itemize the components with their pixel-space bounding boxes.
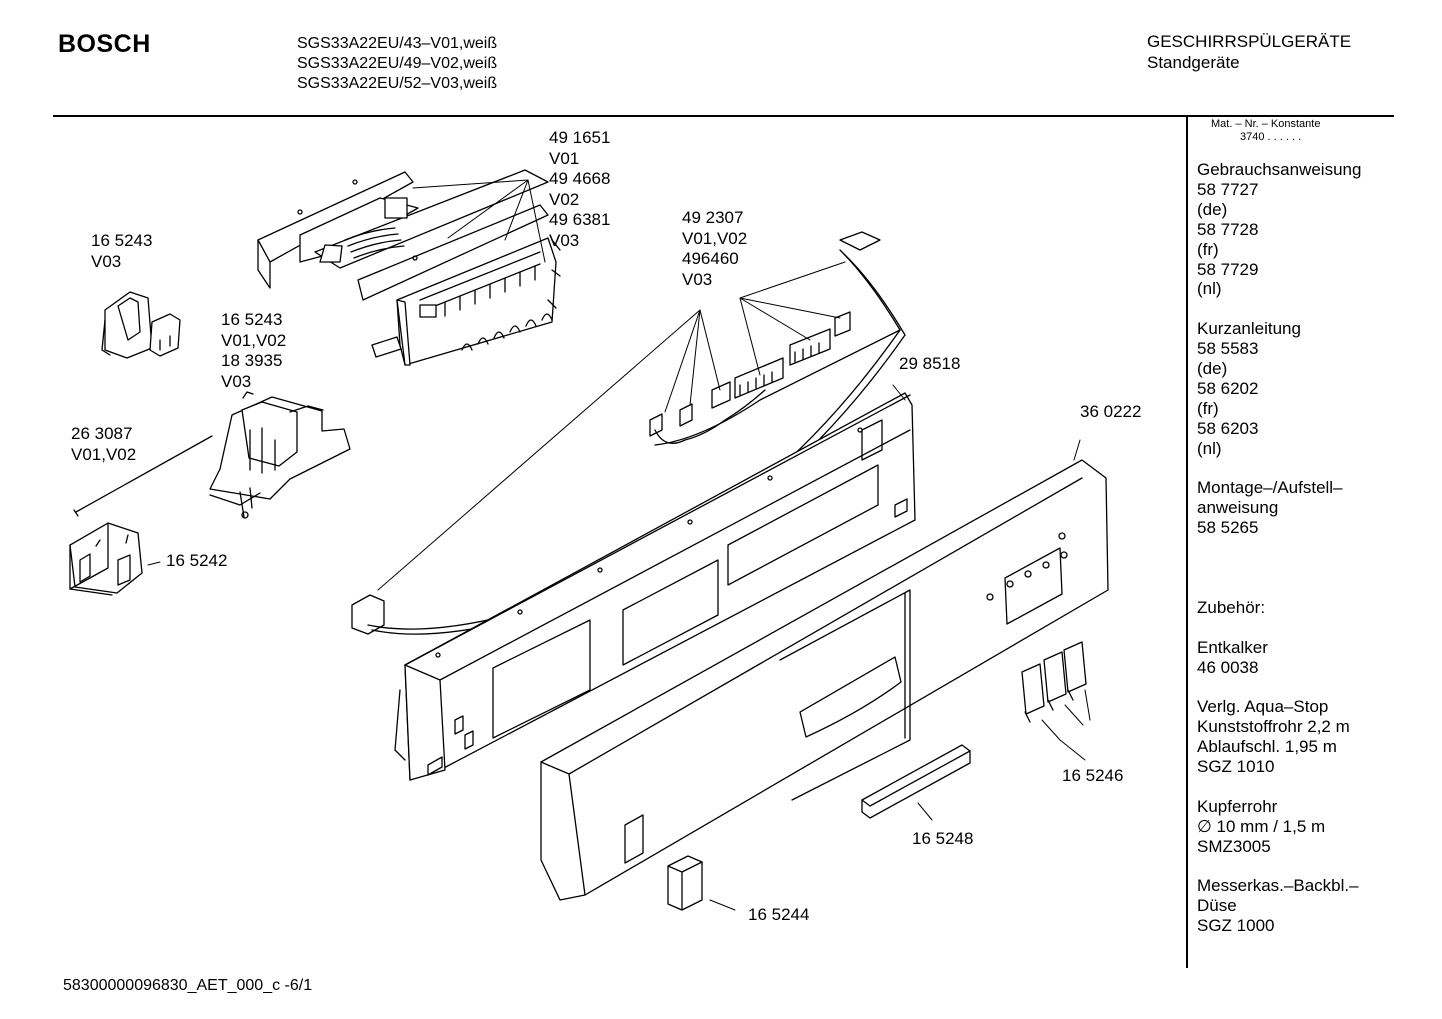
sidebar-divider (1186, 117, 1188, 968)
sidebar-line: SGZ 1010 (1197, 757, 1275, 777)
cable-harness-drawing (352, 232, 905, 634)
model-line: SGS33A22EU/43–V01,weiß (297, 35, 498, 52)
rod-drawing (74, 436, 212, 516)
sidebar-line: Montage–/Aufstell– (1197, 478, 1343, 498)
sidebar-line: (nl) (1197, 438, 1222, 458)
key-buttons-drawing (1022, 642, 1086, 722)
sidebar-line: 58 7727 (1197, 179, 1259, 199)
sidebar-line: Kunststoffrohr 2,2 m (1197, 717, 1350, 737)
sidebar-group: Zubehör: (1197, 598, 1361, 638)
mat-constant: 3740 . . . . . . (1240, 131, 1302, 143)
sidebar-line: 58 7728 (1197, 219, 1259, 239)
switch-block-drawing (70, 523, 142, 595)
sidebar-line: (fr) (1197, 239, 1219, 259)
part-label-165244: 16 5244 (748, 905, 810, 924)
category-title: GESCHIRRSPÜLGERÄTE (1147, 32, 1352, 51)
model-line: SGS33A22EU/49–V02,weiß (297, 55, 498, 72)
document-id: 58300000096830_AET_000_c -6/1 (63, 977, 313, 994)
sidebar-line: Düse (1197, 896, 1237, 916)
leader-lines (148, 180, 1090, 910)
mat-number-header: Mat. – Nr. – Konstante (1211, 118, 1321, 130)
category-subtitle: Standgeräte (1147, 53, 1240, 72)
sidebar-line: Kupferrohr (1197, 796, 1278, 816)
category-block: GESCHIRRSPÜLGERÄTE Standgeräte (1147, 31, 1351, 73)
inner-panel-drawing (395, 393, 915, 780)
sidebar-line: Verlg. Aqua–Stop (1197, 697, 1329, 717)
sidebar-line: ∅ 10 mm / 1,5 m (1197, 816, 1326, 836)
sidebar-line: Messerkas.–Backbl.– (1197, 876, 1359, 896)
sidebar-line: SMZ3005 (1197, 836, 1271, 856)
sidebar-line: Ablaufschl. 1,95 m (1197, 737, 1337, 757)
part-label-165248: 16 5248 (912, 829, 974, 848)
sidebar-line: 58 5265 (1197, 518, 1259, 538)
accessory-sidebar: Mat. – Nr. – Konstante 3740 . . . . . . … (1197, 118, 1361, 936)
sidebar-line: (fr) (1197, 398, 1219, 418)
part-label-298518: 29 8518 (899, 354, 961, 373)
knob-drawing (668, 856, 702, 910)
sidebar-line: (de) (1197, 199, 1228, 219)
sidebar-line: (nl) (1197, 279, 1222, 299)
sidebar-line: 58 5583 (1197, 339, 1259, 359)
part-label-165242: 16 5242 (166, 551, 228, 570)
sidebar-line: Entkalker (1197, 637, 1268, 657)
sidebar-line: 58 6203 (1197, 418, 1259, 438)
sidebar-line: Zubehör: (1197, 597, 1266, 617)
sidebar-line: Gebrauchsanweisung (1197, 160, 1362, 179)
bracket-drawing (102, 292, 180, 358)
model-list: SGS33A22EU/43–V01,weiß SGS33A22EU/49–V02… (297, 34, 497, 94)
model-line: SGS33A22EU/52–V03,weiß (297, 75, 498, 92)
sidebar-line: 58 6202 (1197, 378, 1259, 398)
header-divider (53, 115, 1394, 117)
sidebar-line: SGZ 1000 (1197, 916, 1275, 936)
strip-drawing (862, 745, 970, 818)
sidebar-line: Kurzanleitung (1197, 319, 1301, 339)
brand-logo: BOSCH (58, 30, 151, 58)
sidebar-line: anweisung (1197, 498, 1279, 518)
sidebar-line: 58 7729 (1197, 259, 1259, 279)
sidebar-line: (de) (1197, 359, 1228, 379)
sidebar-line: 46 0038 (1197, 657, 1259, 677)
electronics-module-drawing (258, 170, 560, 365)
part-label-165246: 16 5246 (1062, 766, 1124, 785)
front-panel-drawing (541, 460, 1108, 900)
part-label-360222: 36 0222 (1080, 402, 1142, 421)
door-lock-drawing (210, 392, 350, 518)
